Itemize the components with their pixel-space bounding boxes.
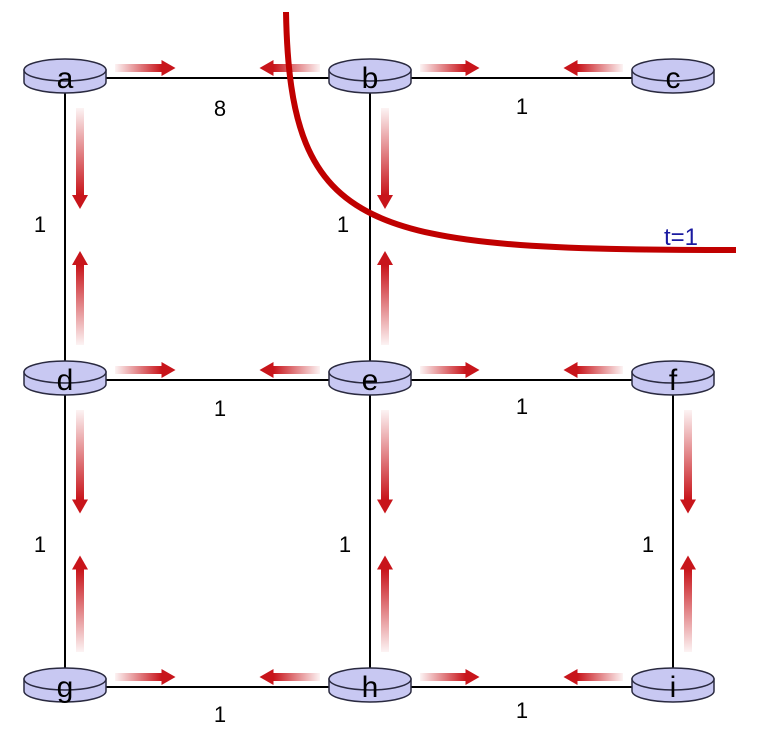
link-weight-h-i: 1 — [516, 698, 528, 723]
arrow-e-h-reverse — [377, 555, 393, 652]
arrow-e-f-forward — [420, 362, 480, 378]
link-weight-b-e: 1 — [337, 212, 349, 237]
arrow-a-d-forward — [72, 108, 88, 209]
router-g: g — [23, 667, 107, 704]
arrow-a-b-forward — [115, 60, 176, 76]
arrow-b-c-forward — [420, 60, 480, 76]
arrow-b-c-reverse — [563, 60, 623, 76]
arrow-b-e-forward — [377, 108, 393, 209]
arrow-d-g-reverse — [72, 555, 88, 652]
arrow-d-e-forward — [115, 362, 176, 378]
arrow-f-i-reverse — [680, 555, 696, 652]
link-weight-d-g: 1 — [34, 532, 46, 557]
router-d: d — [23, 360, 107, 397]
arrow-f-i-forward — [680, 410, 696, 514]
router-i: i — [631, 667, 715, 704]
links-layer — [64, 77, 674, 688]
router-b: b — [328, 58, 412, 95]
link-weights-layer: 8 1 1 1 1 1 1 1 1 1 1 — [34, 94, 654, 727]
time-boundary-label: t=1 — [664, 224, 698, 251]
arrow-g-h-reverse — [259, 669, 320, 685]
arrow-g-h-forward — [115, 669, 176, 685]
router-c: c — [631, 58, 715, 95]
router-label-c: c — [666, 62, 681, 95]
router-f: f — [631, 360, 715, 397]
routers-layer: a b c d e f g h i — [23, 58, 715, 704]
time-boundary: t=1 — [283, 11, 737, 253]
link-weight-a-d: 1 — [34, 212, 46, 237]
link-weight-d-e: 1 — [214, 396, 226, 421]
link-weight-e-h: 1 — [339, 532, 351, 557]
link-weight-g-h: 1 — [214, 702, 226, 727]
link-weight-e-f: 1 — [516, 394, 528, 419]
router-label-f: f — [669, 364, 678, 397]
router-label-a: a — [57, 62, 74, 95]
link-weight-f-i: 1 — [642, 532, 654, 557]
arrow-b-e-reverse — [377, 251, 393, 345]
time-boundary-curve — [283, 11, 737, 253]
router-e: e — [328, 360, 412, 397]
link-weight-a-b: 8 — [214, 96, 226, 121]
router-label-d: d — [57, 364, 74, 397]
arrow-h-i-forward — [420, 669, 480, 685]
arrow-a-b-reverse — [259, 60, 320, 76]
link-weight-b-c: 1 — [516, 94, 528, 119]
router-label-e: e — [362, 364, 379, 397]
arrow-e-h-forward — [377, 410, 393, 514]
arrow-e-f-reverse — [563, 362, 623, 378]
router-label-b: b — [362, 62, 379, 95]
router-a: a — [23, 58, 107, 95]
router-h: h — [328, 667, 412, 704]
router-label-h: h — [362, 671, 379, 704]
router-label-i: i — [670, 671, 677, 704]
arrow-h-i-reverse — [563, 669, 623, 685]
arrow-d-g-forward — [72, 410, 88, 514]
arrow-a-d-reverse — [72, 251, 88, 345]
router-label-g: g — [57, 671, 74, 704]
arrows-layer — [72, 60, 696, 685]
arrow-d-e-reverse — [259, 362, 320, 378]
